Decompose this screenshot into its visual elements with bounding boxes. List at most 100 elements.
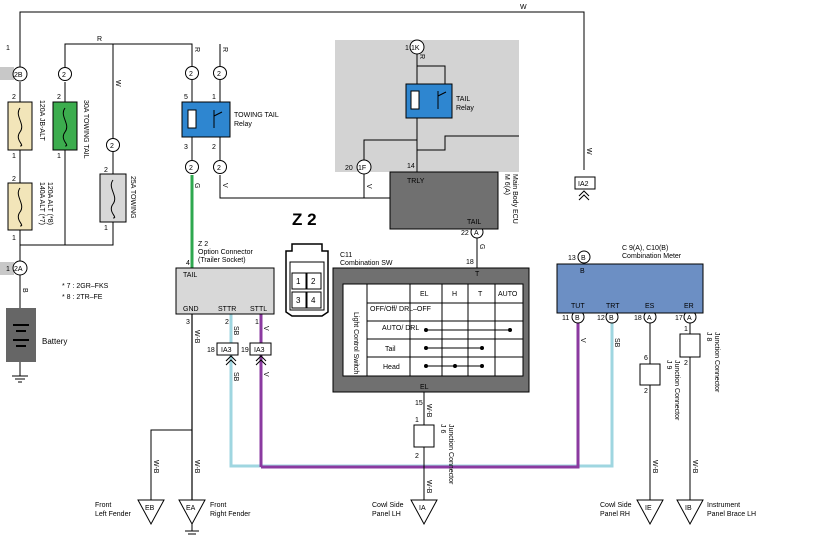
num-1-relay: 1 (212, 94, 216, 101)
num-20: 20 (345, 165, 353, 172)
num-19-ia3: 19 (241, 347, 249, 354)
wire-sb-b: SB (232, 372, 239, 382)
tail-relay-label-1: TAIL (456, 96, 470, 103)
z2-face-3: 3 (296, 296, 301, 305)
fuse-alt1-label: 140A ALT (*7) (38, 182, 45, 225)
fuse-alt: 140A ALT (*7) 120A ALT (*8) (7, 182, 53, 231)
ground-ea-code: EA (186, 505, 196, 512)
num-2-j8: 2 (684, 360, 688, 367)
ground-ia-code: IA (419, 505, 426, 512)
ground-ie-l2: Panel RH (600, 511, 630, 518)
num-1-2b: 1 (6, 45, 10, 52)
wire-r-relay-b: R (221, 47, 228, 52)
fuse-towing: 25A TOWING (99, 173, 136, 223)
j9-junction: J 9 Junction Connector (639, 360, 680, 421)
meter-tut: TUT (571, 303, 585, 310)
wire-sb-a: SB (232, 326, 239, 336)
j6-name: Junction Connector (447, 424, 454, 485)
num-6-j9: 6 (644, 355, 648, 362)
pin-a-es: A (647, 315, 652, 322)
pin-a-er: A (687, 315, 692, 322)
ia2-connector: IA2 (574, 176, 596, 201)
c11-r3: Tail (385, 346, 396, 353)
wire-v-ecu: V (365, 184, 372, 189)
wire-r-tail: R (418, 54, 425, 59)
main-body-ecu: TRLY TAIL M 6(A) Main Body ECU (389, 171, 518, 230)
j6-junction: J 6 Junction Connector (413, 424, 454, 485)
ground-ie-l1: Cowl Side (600, 502, 632, 509)
wire-sb-meter: SB (613, 338, 620, 348)
ia3-b: IA3 (254, 347, 265, 354)
ia3-connectors: IA3 IA3 (216, 342, 272, 366)
num-1-z2: 1 (255, 319, 259, 326)
z2-sttl: STTL (250, 306, 267, 313)
wire-g-ecu: G (478, 244, 485, 249)
wire-v-a: V (262, 326, 269, 331)
num-1-j6: 1 (415, 417, 419, 424)
num-2-j6: 2 (415, 453, 419, 460)
z2-face-1: 1 (296, 277, 301, 286)
ground-ea-l2: Right Fender (210, 511, 251, 518)
num-1-2a: 1 (6, 266, 10, 273)
num-1-alt: 1 (12, 235, 16, 242)
pin-b-meter: B (581, 255, 586, 262)
num-1-1k: 1 (405, 45, 409, 52)
pin-2-relay-c: 2 (189, 165, 193, 172)
wire-wb-j6: W-B (425, 404, 432, 418)
pin-a-ecu: A (474, 230, 479, 237)
combination-meter: C 9(A), C10(B) Combination Meter B TUT T… (556, 245, 704, 314)
ecu-tail: TAIL (467, 219, 481, 226)
meter-trt: TRT (606, 303, 620, 310)
battery: Battery (6, 308, 67, 383)
num-2-towing: 2 (104, 167, 108, 174)
ground-ib-l2: Panel Brace LH (707, 511, 756, 518)
num-22: 22 (461, 230, 469, 237)
pin-2-relay-b: 2 (217, 71, 221, 78)
ground-eb-code: EB (145, 505, 155, 512)
battery-label: Battery (42, 337, 67, 346)
wire-wb-ib: W-B (691, 460, 698, 474)
c11-combination-switch: C11 Combination SW T EL Light Control Sw… (332, 252, 530, 393)
num-2-z2: 2 (225, 319, 229, 326)
meter-er: ER (684, 303, 694, 310)
z2-sttr: STTR (218, 306, 236, 313)
fuse-towing-tail: 30A TOWING TAIL (52, 100, 89, 159)
j8-id: J 8 (705, 332, 712, 341)
z2-face-4: 4 (311, 296, 316, 305)
z2-tail: TAIL (183, 272, 197, 279)
num-1-towing: 1 (104, 225, 108, 232)
z2-big-title: Z 2 (292, 210, 317, 229)
num-2-alt: 2 (12, 176, 16, 183)
meter-name: Combination Meter (622, 253, 682, 260)
z2-gnd: GND (183, 306, 199, 313)
num-4-z2: 4 (186, 260, 190, 267)
c11-side: Light Control Switch (352, 312, 359, 374)
num-1-j8: 1 (684, 326, 688, 333)
j8-name: Junction Connector (713, 332, 720, 393)
ecu-id: M 6(A) (503, 174, 510, 195)
pin-markers (0, 39, 697, 324)
towing-relay-label-2: Relay (234, 121, 252, 128)
fuse-jb-alt-label: 120A JB-ALT (38, 100, 45, 141)
wire-b-bat: B (21, 288, 28, 293)
ia3-a: IA3 (221, 347, 232, 354)
ground-ia: IA Cowl Side Panel LH (372, 499, 438, 526)
z2-face-2: 2 (311, 277, 316, 286)
num-12-trt: 12 (597, 315, 605, 322)
wires (19, 11, 691, 505)
ground-ea-l1: Front (210, 502, 226, 509)
j8-junction: J 8 Junction Connector (679, 332, 720, 393)
c11-h-el: EL (420, 291, 429, 298)
pin-2-towing: 2 (110, 143, 114, 150)
ground-ib-l1: Instrument (707, 502, 740, 509)
ground-ib: IB Instrument Panel Brace LH (676, 499, 756, 526)
z2-option-connector: Z 2 Option Connector (Trailer Socket) TA… (175, 241, 275, 315)
num-2-tt: 2 (57, 94, 61, 101)
pin-2-relay-a: 2 (189, 71, 193, 78)
wire-g: G (193, 183, 200, 188)
wire-wb-eb: W-B (152, 460, 159, 474)
wire-v-b: V (262, 372, 269, 377)
num-3-relay: 3 (184, 144, 188, 151)
z2-connector-face: Z 2 1 2 3 4 (285, 210, 329, 317)
